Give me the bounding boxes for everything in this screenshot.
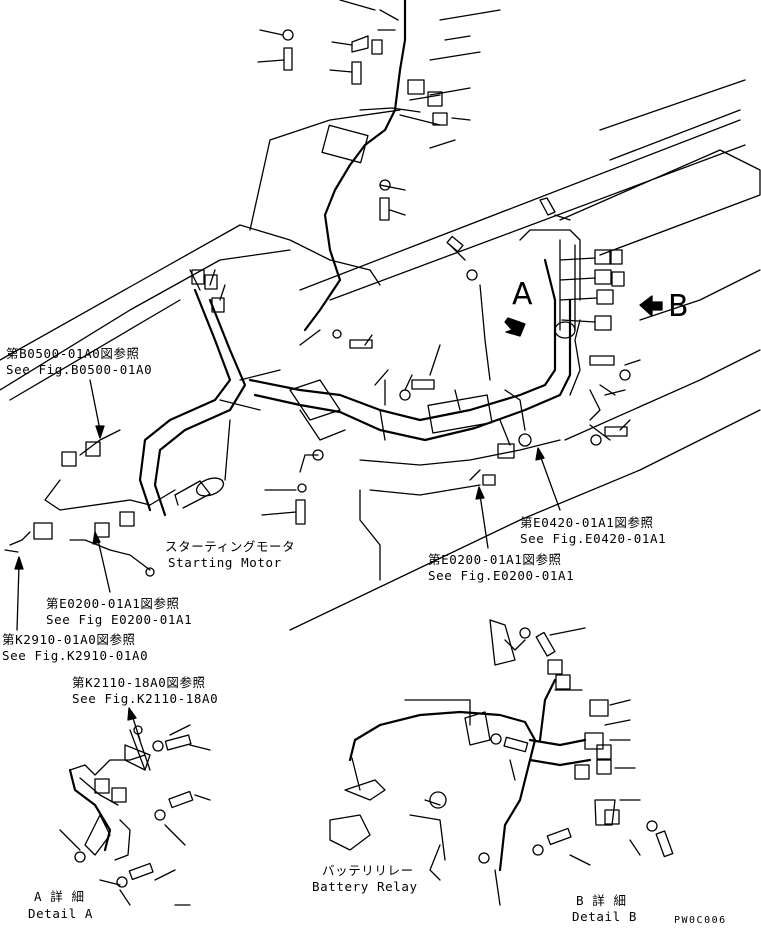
ref-b0500-en: See Fig.B0500-01A0 — [6, 362, 153, 377]
left-harness — [4, 269, 247, 577]
detail-b-title-jp: B 詳 細 — [576, 893, 627, 908]
ref-e0420-en: See Fig.E0420-01A1 — [520, 531, 667, 546]
view-b-marker: B — [668, 289, 689, 324]
frame-outlines — [0, 9, 761, 631]
starting-motor-label-en: Starting Motor — [168, 555, 282, 570]
ref-b0500-jp: 第B0500-01A0図参照 — [6, 346, 140, 361]
battery-relay-label-en: Battery Relay — [312, 879, 418, 894]
detail-a-title-en: Detail A — [28, 906, 94, 921]
detail-a-drawing — [59, 724, 211, 906]
drawing-code: PW0C006 — [674, 915, 727, 926]
relay-block — [554, 249, 625, 396]
ref-e0200-right-jp: 第E0200-01A1図参照 — [428, 552, 562, 567]
ref-e0200-left-en: See Fig E0200-01A1 — [46, 612, 193, 627]
upper-harness — [303, 0, 448, 332]
starting-motor-label-jp: スターティングモータ — [165, 539, 296, 554]
ref-e0420-jp: 第E0420-01A1図参照 — [520, 515, 654, 530]
ref-k2910-jp: 第K2910-01A0図参照 — [2, 632, 136, 647]
detail-b-title-en: Detail B — [572, 909, 638, 924]
ref-e0200-left-jp: 第E0200-01A1図参照 — [46, 596, 180, 611]
detail-b-drawing — [329, 619, 674, 906]
reference-arrows — [14, 295, 663, 741]
leader-lines-main — [257, 0, 641, 516]
ref-e0200-right-en: See Fig.E0200-01A1 — [428, 568, 575, 583]
detail-a-title-jp: A 詳 細 — [34, 889, 85, 904]
battery-relay-label-jp: バッテリリレー — [322, 863, 414, 878]
view-a-marker: A — [512, 277, 533, 312]
ref-k2910-en: See Fig.K2910-01A0 — [2, 648, 149, 663]
ref-k2110-jp: 第K2110-18A0図参照 — [72, 675, 206, 690]
ref-k2110-en: See Fig.K2110-18A0 — [72, 691, 219, 706]
starting-motor-shape — [174, 477, 225, 509]
